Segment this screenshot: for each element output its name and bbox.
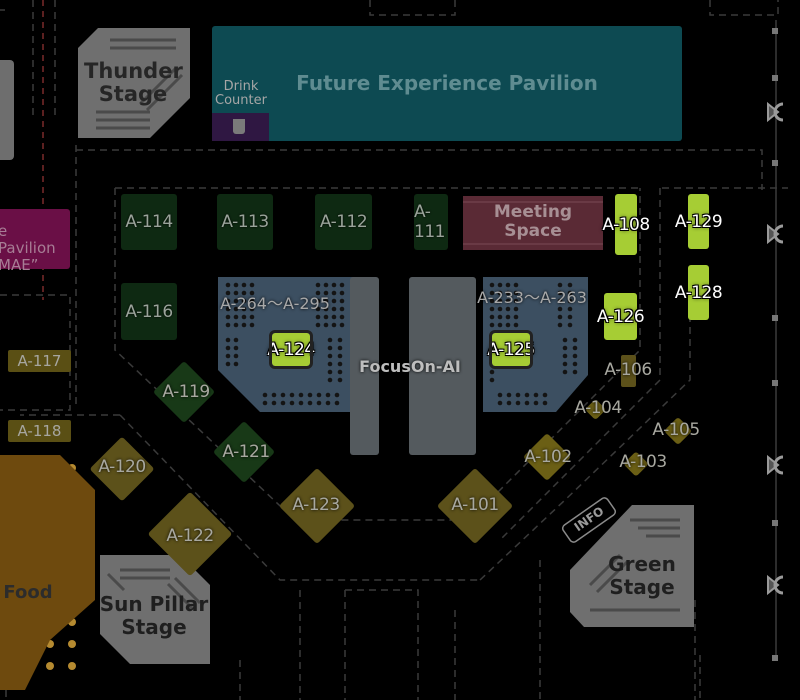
- drink-counter-label: Drink Counter: [215, 79, 267, 108]
- focus-on-ai-label[interactable]: FocusOn-AI: [359, 357, 461, 376]
- sun-pillar-stage-label[interactable]: Sun Pillar Stage: [99, 592, 209, 639]
- booth-a-108[interactable]: A-108: [602, 194, 650, 255]
- range-left-label: A-264～A-295: [220, 294, 330, 313]
- booth-a-129[interactable]: A-129: [675, 194, 723, 249]
- booth-a-116[interactable]: A-116: [121, 283, 177, 340]
- thunder-stage-label[interactable]: Thunder Stage: [84, 59, 183, 106]
- booth-a-117[interactable]: A-117: [8, 350, 71, 372]
- booth-a-114[interactable]: A-114: [121, 194, 177, 250]
- booth-a-128[interactable]: A-128: [675, 265, 723, 320]
- booth-a-112[interactable]: A-112: [315, 194, 372, 250]
- green-stage-label[interactable]: Green Stage: [608, 552, 676, 599]
- pavilion-title[interactable]: Future Experience Pavilion: [296, 71, 598, 95]
- booth-a-111[interactable]: A-111: [414, 194, 448, 250]
- booth-a-125[interactable]: A-125: [487, 330, 535, 369]
- meeting-space-label[interactable]: Meeting Space: [493, 202, 573, 241]
- left-pavilion-label[interactable]: e Pavilion MAE”: [0, 222, 56, 274]
- booth-a-118[interactable]: A-118: [8, 420, 71, 442]
- food-label[interactable]: Food: [3, 582, 53, 603]
- cup-icon: [233, 119, 245, 134]
- booth-a-113[interactable]: A-113: [217, 194, 273, 250]
- range-right-label: A-233～A-263: [477, 288, 587, 307]
- booth-a-126[interactable]: A-126: [597, 293, 645, 340]
- booth-a-106[interactable]: [621, 355, 636, 387]
- booth-a-124[interactable]: A-124: [267, 330, 315, 369]
